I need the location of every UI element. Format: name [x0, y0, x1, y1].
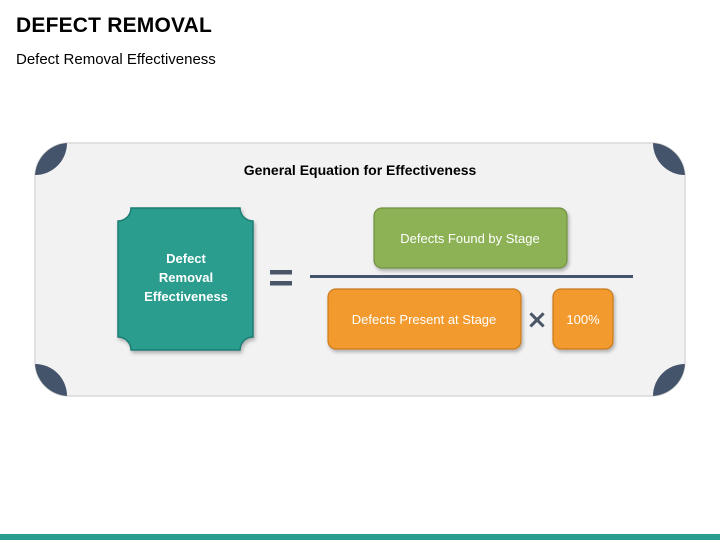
equation-heading: General Equation for Effectiveness: [244, 162, 477, 178]
numerator-box: [373, 207, 568, 269]
multiplier-label: 100%: [566, 312, 600, 327]
numerator-label: Defects Found by Stage: [400, 231, 539, 246]
equals-sign-icon: [270, 270, 292, 286]
denominator-box: [327, 288, 522, 350]
lhs-label-line-3: Effectiveness: [144, 289, 228, 304]
lhs-label-line-1: Defect: [166, 251, 206, 266]
equation-panel: [34, 142, 686, 397]
lhs-label-line-2: Removal: [159, 270, 213, 285]
corner-decoration-top-right: [653, 143, 685, 175]
corner-decoration-bottom-right: [653, 364, 685, 396]
multiplier-box: [552, 288, 614, 350]
page-title: DEFECT REMOVAL: [16, 14, 213, 37]
bottom-accent-bar: [0, 534, 720, 540]
page-subtitle: Defect Removal Effectiveness: [16, 51, 216, 68]
corner-decoration-bottom-left: [35, 364, 67, 396]
multiply-sign-icon: ×: [526, 305, 548, 335]
denominator-label: Defects Present at Stage: [352, 312, 497, 327]
lhs-defect-removal-effectiveness-box: [117, 207, 254, 351]
fraction-bar: [310, 275, 633, 278]
corner-decoration-top-left: [35, 143, 67, 175]
